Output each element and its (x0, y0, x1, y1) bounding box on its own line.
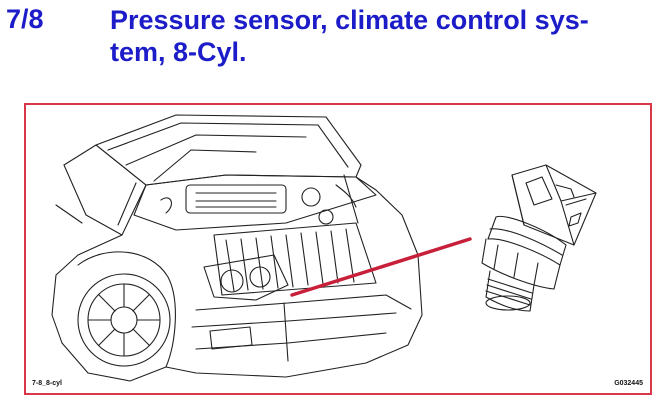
title-line-2: tem, 8-Cyl. (110, 37, 247, 67)
car-front-illustration (51, 114, 423, 382)
illustration-frame: 7-8_8-cyl G032445 (24, 103, 652, 395)
illustration-canvas (51, 114, 597, 382)
section-number: 7/8 (6, 4, 44, 34)
title-line-1: Pressure sensor, climate control sys- (110, 5, 589, 35)
pointer-line (290, 237, 472, 297)
figure-caption-right: G032445 (614, 380, 643, 387)
pressure-sensor-illustration (481, 164, 597, 312)
figure-caption-left: 7-8_8-cyl (32, 380, 62, 387)
page-title: Pressure sensor, climate control sys- te… (110, 4, 655, 68)
